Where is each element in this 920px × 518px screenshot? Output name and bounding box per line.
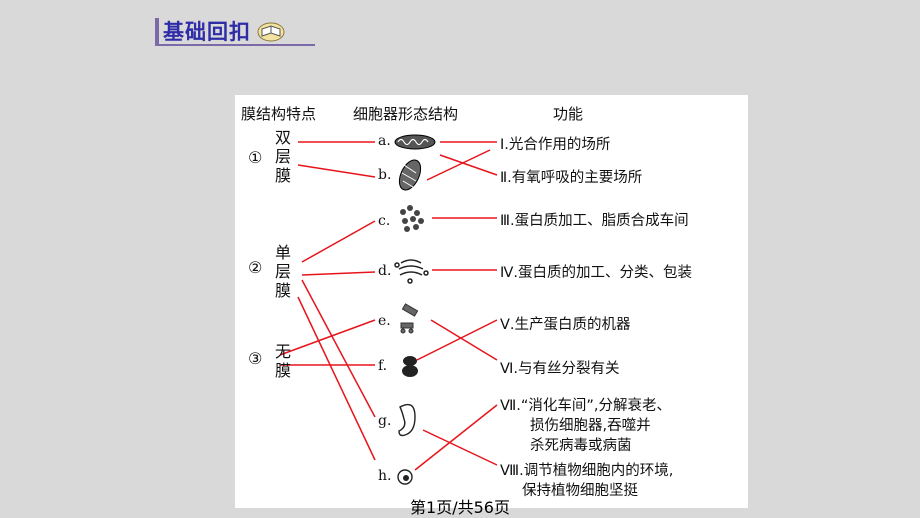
diagram-panel: 膜结构特点 细胞器形态结构 功能 ① 双 层 膜 ② 单 层 膜 ③ 无 膜 a…	[235, 95, 748, 508]
header-membrane: 膜结构特点	[241, 105, 317, 123]
function-text: 蛋白质加工、脂质合成车间	[514, 213, 689, 229]
function-item: Ⅷ.调节植物细胞内的环境, 保持植物细胞坚挺	[500, 461, 673, 501]
endoplasmic-reticulum-c-icon	[400, 205, 424, 232]
group-num: ③	[248, 349, 263, 368]
golgi-apparatus-d-icon	[394, 259, 429, 284]
organelle-label: e.	[378, 313, 391, 329]
organelle-label: f.	[378, 358, 388, 374]
group-label: 层	[275, 147, 292, 166]
function-text: “消化车间”,分解衰老、	[520, 398, 671, 414]
organelle-label: h.	[378, 468, 392, 484]
function-num: Ⅲ.	[500, 213, 515, 229]
function-text: 调节植物细胞内的环境,	[523, 463, 674, 479]
book-icon	[257, 22, 285, 42]
function-num: Ⅳ.	[500, 265, 518, 281]
function-text: 与有丝分裂有关	[517, 361, 620, 377]
function-text: 有氧呼吸的主要场所	[511, 170, 643, 186]
title-underline	[155, 44, 315, 46]
organelle-label: b.	[378, 167, 392, 183]
organelle-label: d.	[378, 263, 392, 279]
function-num: Ⅰ.	[500, 137, 509, 153]
group-label: 膜	[275, 281, 292, 300]
function-num: Ⅶ.	[500, 398, 521, 414]
chloroplast-b-icon	[398, 159, 422, 191]
function-num: Ⅴ.	[500, 317, 515, 333]
group-num: ①	[248, 148, 263, 167]
ribosome-f-icon	[402, 356, 418, 377]
function-text: 生产蛋白质的机器	[514, 317, 631, 333]
function-text: 光合作用的场所	[508, 137, 611, 153]
group-num: ②	[248, 258, 263, 277]
organelle-label: g.	[378, 413, 392, 429]
function-num: Ⅱ.	[500, 170, 512, 186]
vacuole-h-icon	[397, 469, 413, 485]
function-item: Ⅳ.蛋白质的加工、分类、包装	[500, 261, 692, 282]
function-item: Ⅱ.有氧呼吸的主要场所	[500, 166, 642, 187]
centrosome-e-icon	[400, 303, 419, 334]
function-item: Ⅰ.光合作用的场所	[500, 133, 610, 154]
header-morphology: 细胞器形态结构	[353, 105, 459, 123]
function-text: 损伤细胞器,吞噬并	[530, 418, 651, 434]
function-item: Ⅴ.生产蛋白质的机器	[500, 313, 631, 334]
group-label: 单	[275, 243, 292, 262]
title-accent-bar	[155, 18, 159, 44]
title-text: 基础回扣	[163, 20, 251, 44]
connection-lines	[279, 134, 498, 485]
function-num: Ⅵ.	[500, 361, 518, 377]
function-num: Ⅷ.	[500, 463, 524, 479]
page-indicator: 第1页/共56页	[410, 498, 510, 517]
organelle-label: a.	[378, 133, 391, 149]
function-item: Ⅲ.蛋白质加工、脂质合成车间	[500, 209, 689, 230]
group-label: 膜	[275, 361, 292, 380]
header-function: 功能	[553, 105, 584, 123]
section-title: 基础回扣	[155, 18, 285, 44]
function-text: 保持植物细胞坚挺	[522, 483, 638, 499]
mitochondrion-a-icon	[394, 134, 436, 150]
lysosome-g-icon	[398, 403, 416, 437]
group-label: 双	[275, 128, 292, 147]
function-item: Ⅶ.“消化车间”,分解衰老、 损伤细胞器,吞噬并 杀死病毒或病菌	[500, 396, 671, 456]
group-label: 层	[275, 262, 292, 281]
group-label: 膜	[275, 166, 292, 185]
function-text: 蛋白质的加工、分类、包装	[518, 265, 692, 281]
group-label: 无	[275, 342, 292, 361]
organelle-label: c.	[378, 213, 391, 229]
function-item: Ⅵ.与有丝分裂有关	[500, 357, 619, 378]
function-text: 杀死病毒或病菌	[530, 438, 632, 454]
